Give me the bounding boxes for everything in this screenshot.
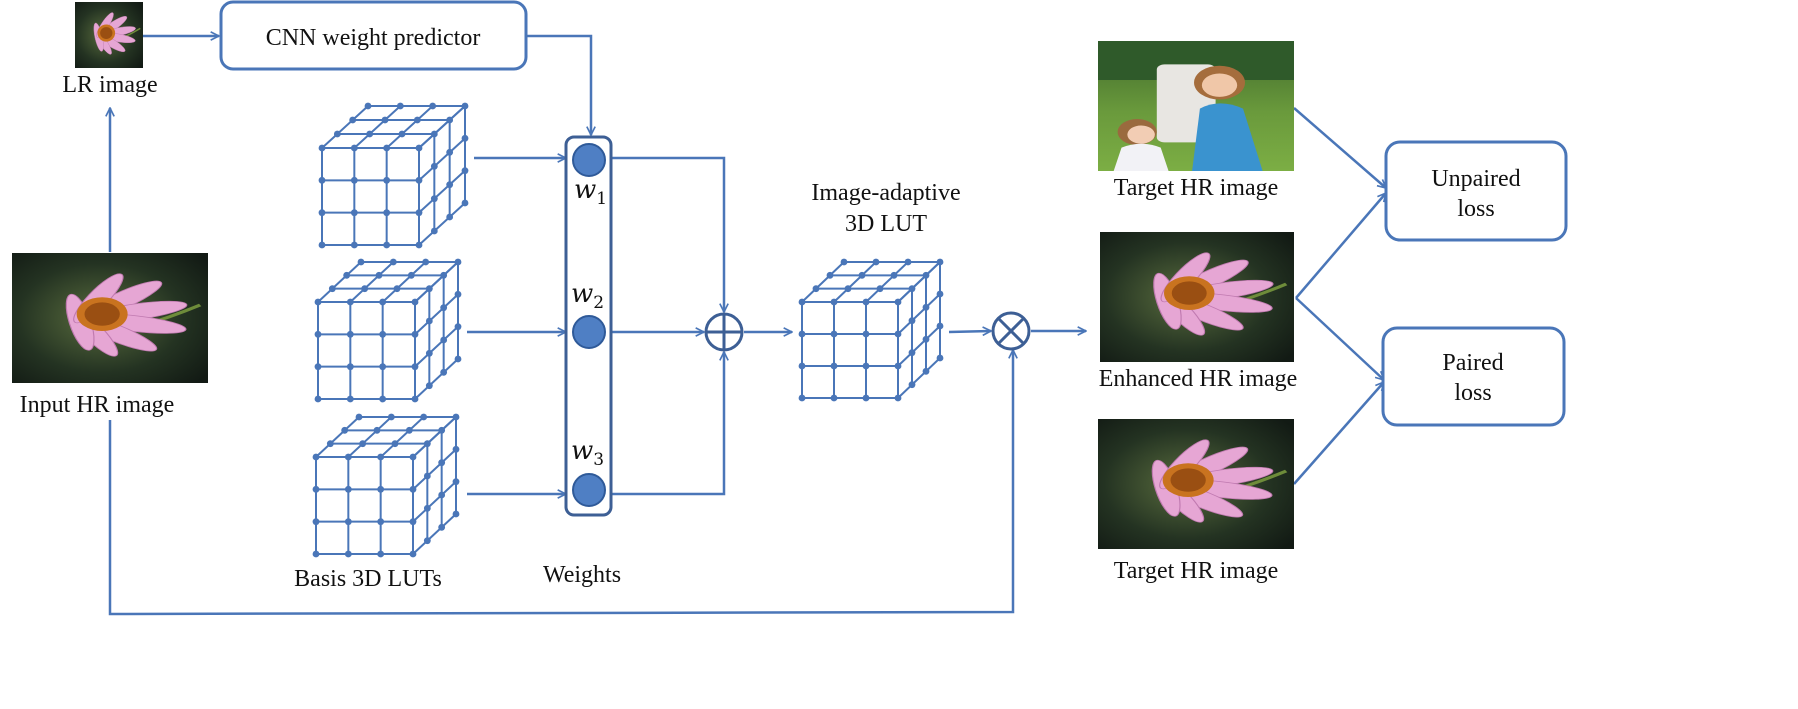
target-hr-image-top: [1098, 41, 1294, 171]
basis-lut-cube-2: [314, 258, 462, 403]
basis-lut-cube-3: [312, 413, 460, 558]
target-hr-label-top: Target HR image: [1114, 175, 1279, 201]
target-hr-label-bottom: Target HR image: [1114, 558, 1279, 584]
arrow-target-to-paired: [1293, 382, 1384, 485]
arrow-cnn-to-weights: [526, 34, 591, 135]
arrow-enhanced-to-paired: [1295, 297, 1384, 380]
weight-label-1: w1: [574, 175, 607, 209]
arrow-enhanced-to-unpaired: [1295, 193, 1386, 299]
basis-lut-cube-1: [318, 102, 469, 249]
arrow-lut-to-multiply: [948, 331, 991, 332]
target-hr-image-bottom: [1098, 419, 1294, 549]
adaptive-lut-cube: [798, 258, 944, 402]
weight-node-3: [572, 473, 606, 507]
paired-loss-label-line2: loss: [1454, 380, 1491, 406]
arrow-w3-to-sum: [611, 352, 724, 496]
adaptive-lut-label-line2: 3D LUT: [845, 211, 927, 237]
enhanced-hr-label: Enhanced HR image: [1099, 366, 1298, 392]
input-hr-image: [12, 253, 208, 383]
weight-node-1: [572, 143, 606, 177]
arrow-target-to-unpaired: [1293, 107, 1386, 188]
lr-image-label: LR image: [62, 72, 157, 98]
unpaired-loss-label-line1: Unpaired: [1431, 166, 1520, 192]
weight-node-2: [572, 315, 606, 349]
weights-label: Weights: [543, 562, 621, 588]
circle-times-icon: [991, 311, 1031, 351]
paired-loss-label-line1: Paired: [1442, 350, 1503, 376]
basis-luts-label: Basis 3D LUTs: [294, 566, 442, 592]
weight-label-3: w3: [571, 436, 604, 470]
weight-label-2: w2: [571, 279, 604, 313]
adaptive-lut-label-line1: Image-adaptive: [811, 180, 960, 206]
arrow-input-to-multiply: [108, 350, 1013, 616]
enhanced-hr-image: [1100, 232, 1294, 362]
arrow-w1-to-sum: [611, 156, 724, 312]
paired-loss-box: [1381, 326, 1566, 427]
circle-plus-icon: [704, 312, 744, 352]
unpaired-loss-label-line2: loss: [1457, 196, 1494, 222]
lr-image-thumbnail: [75, 2, 143, 68]
input-hr-label: Input HR image: [20, 392, 175, 418]
unpaired-loss-box: [1384, 140, 1568, 242]
cnn-weight-predictor-label: CNN weight predictor: [266, 25, 481, 51]
